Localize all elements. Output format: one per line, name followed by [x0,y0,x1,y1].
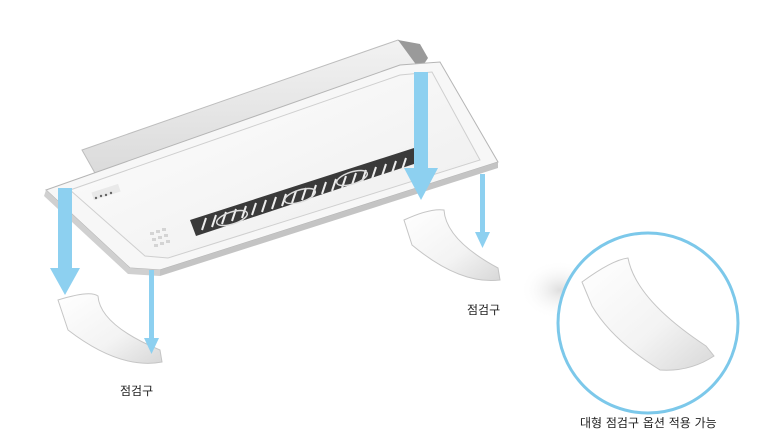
ceiling-unit [44,39,499,276]
right-panel-label: 점검구 [467,303,501,317]
option-label: 대형 점검구 옵션 적용 가능 [580,416,717,430]
sensor-grid [150,228,170,247]
right-inspection-panel [403,72,501,282]
indicator-dots [94,191,113,200]
left-inspection-panel [50,188,163,364]
option-circle [520,231,740,415]
left-panel-label: 점검구 [120,384,154,398]
vent-grille [190,148,420,236]
